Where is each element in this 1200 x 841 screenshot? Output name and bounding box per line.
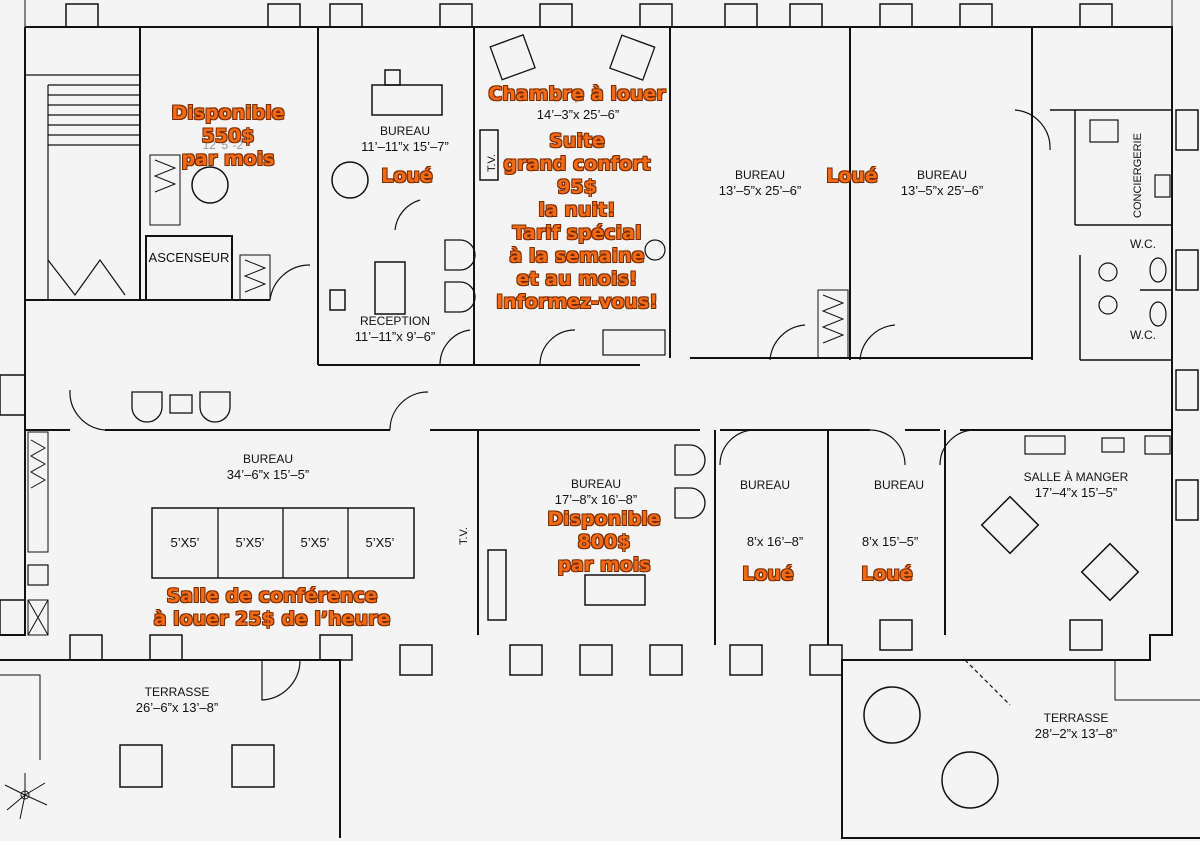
- overlay-loue-bureau1: Loué: [381, 165, 433, 187]
- overlay-chambre: Chambre à louer: [488, 83, 666, 105]
- room-label-bureau-small-1: BUREAU: [739, 478, 791, 492]
- overlay-loue-small2: Loué: [861, 563, 913, 585]
- overlay-loue-bureau23: Loué: [826, 165, 878, 187]
- room-label-wc-1: W.C.: [1130, 237, 1156, 251]
- room-label-topleft: 12' 5"-2": [202, 138, 248, 152]
- plant-icon: [4, 773, 48, 820]
- room-label-bureau-small-2: BUREAU: [873, 478, 925, 492]
- table-label: 5’X5’: [170, 535, 200, 550]
- table-label: 5’X5’: [235, 535, 265, 550]
- room-label-ascenseur: ASCENSEUR: [148, 250, 230, 265]
- room-label-conciergerie: CONCIERGERIE: [1132, 133, 1144, 218]
- room-label-wc-2: W.C.: [1130, 328, 1156, 342]
- overlay-loue-small1: Loué: [742, 563, 794, 585]
- outer-wall: [25, 26, 1200, 839]
- room-dims-bureau-small-2: 8’x 15’–5”: [861, 534, 919, 549]
- table-label: 5’X5’: [300, 535, 330, 550]
- room-dims-bureau-small-1: 8’x 16’–8”: [746, 534, 804, 549]
- table-label: 5’X5’: [365, 535, 395, 550]
- tv-label-center: T.V.: [458, 527, 470, 545]
